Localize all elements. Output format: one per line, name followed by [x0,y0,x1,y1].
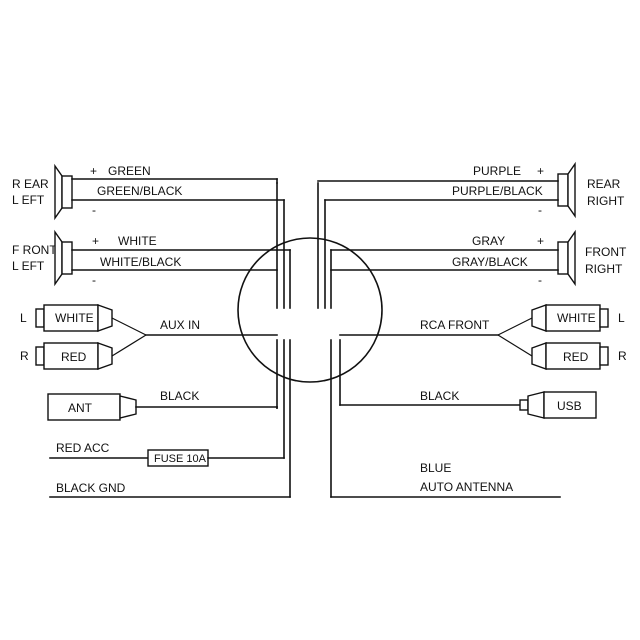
front-right-neg-symbol: - [538,273,542,287]
rca-front-label: RCA FRONT [420,318,490,332]
aux-in-left-channel-label: L [20,311,27,325]
aux-in-connector: L R WHITE RED AUX IN [20,304,278,370]
rear-left-neg-wire-label: GREEN/BLACK [97,184,182,198]
aux-in-right-channel-label: R [20,349,29,363]
speaker-front-left-label-line1: F RONT [12,243,57,257]
rca-front-connector: RCA FRONT WHITE RED L R [339,304,627,370]
speaker-icon [557,161,576,219]
speaker-icon [557,229,576,287]
speaker-icon [54,229,73,287]
rca-front-left-channel-label: L [618,311,625,325]
fuse-label: FUSE 10A [154,453,207,465]
auto-antenna-label: AUTO ANTENNA [420,480,513,494]
harness-connector-circle [237,237,383,383]
front-right-pos-wire-label: GRAY [472,234,505,248]
front-right-pos-symbol: + [537,234,544,248]
antenna-plug-label: ANT [68,401,93,415]
rear-right-pos-symbol: + [537,164,544,178]
speaker-front-left: F RONT L EFT + WHITE WHITE/BLACK - [12,229,291,287]
usb-plug-label: USB [557,399,582,413]
speaker-icon [54,163,73,221]
rca-front-red-plug-label: RED [563,350,589,364]
speaker-rear-right-label-line1: REAR [587,177,621,191]
black-gnd-label: BLACK GND [56,481,126,495]
speaker-front-right-label-line1: FRONT [585,245,627,259]
aux-in-white-plug: WHITE [35,304,113,332]
speaker-front-right-label-line2: RIGHT [585,262,623,276]
speaker-rear-left: R EAR L EFT + GREEN GREEN/BLACK - [12,163,285,221]
speaker-rear-left-label-line2: L EFT [12,193,45,207]
rear-right-neg-wire-label: PURPLE/BLACK [452,184,543,198]
usb-connector: BLACK USB [339,389,597,419]
front-left-pos-wire-label: WHITE [118,234,157,248]
rca-front-white-plug-label: WHITE [557,311,596,325]
speaker-front-left-label-line2: L EFT [12,259,45,273]
aux-in-white-plug-label: WHITE [55,311,94,325]
rear-right-pos-wire-label: PURPLE [473,164,521,178]
rca-front-red-plug: RED [531,342,609,370]
front-left-neg-symbol: - [92,273,96,287]
rear-left-neg-symbol: - [92,203,96,217]
rear-left-pos-symbol: + [90,164,97,178]
aux-in-red-plug: RED [35,342,113,370]
front-left-pos-symbol: + [92,234,99,248]
auto-antenna-wire-color: BLUE [420,461,451,475]
front-right-neg-wire-label: GRAY/BLACK [452,255,528,269]
antenna-wire-label: BLACK [160,389,199,403]
power-wiring: RED ACC FUSE 10A BLACK GND [49,441,291,498]
harness-center [237,182,383,498]
red-acc-label: RED ACC [56,441,110,455]
speaker-rear-left-label-line1: R EAR [12,177,49,191]
rca-front-white-plug: WHITE [531,304,609,332]
usb-wire-label: BLACK [420,389,459,403]
aux-in-red-plug-label: RED [61,350,87,364]
speaker-front-right: FRONT RIGHT GRAY + GRAY/BLACK - [330,229,627,287]
rca-front-right-channel-label: R [618,349,627,363]
aux-in-label: AUX IN [160,318,200,332]
speaker-rear-right: REAR RIGHT PURPLE + PURPLE/BLACK - [317,161,625,219]
auto-antenna-wiring: BLUE AUTO ANTENNA [330,461,561,498]
rear-left-pos-wire-label: GREEN [108,164,151,178]
rear-right-neg-symbol: - [538,203,542,217]
antenna-connector: ANT BLACK [47,389,278,421]
speaker-rear-right-label-line2: RIGHT [587,194,625,208]
front-left-neg-wire-label: WHITE/BLACK [100,255,181,269]
